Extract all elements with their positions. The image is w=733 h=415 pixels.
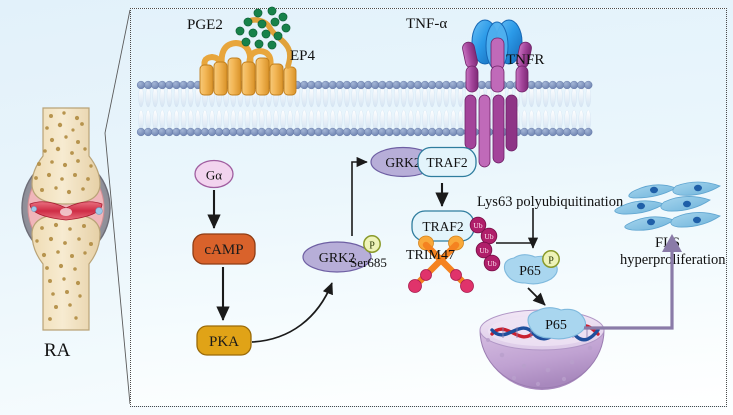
trim47-terminal-knobs xyxy=(408,269,474,293)
upper-bone xyxy=(31,107,101,205)
phospho-circle xyxy=(363,235,381,253)
svg-text:Ub: Ub xyxy=(479,246,488,255)
g-alpha-ellipse xyxy=(194,159,234,189)
tnf-alpha-label: TNF-α xyxy=(406,16,448,32)
grk2-cytosolic-ellipse xyxy=(302,241,372,273)
p65-nuclear-blob xyxy=(527,307,587,340)
output-arrow-head xyxy=(662,234,682,252)
p65-cytosolic-label: P65 xyxy=(519,264,541,279)
tnfr-tm-helix-1 xyxy=(464,94,477,150)
camp-box xyxy=(192,233,256,265)
phospho-marker-p65: P xyxy=(542,250,560,268)
ep4-transmembrane-barrels xyxy=(199,57,297,96)
lipid-head xyxy=(584,127,593,137)
traf2-cytosolic-node: TRAF2 xyxy=(411,210,475,242)
pka-node: PKA xyxy=(196,325,252,356)
callout-line-top xyxy=(104,9,131,134)
output-arrow-path xyxy=(584,248,674,330)
camp-node: cAMP xyxy=(192,233,256,265)
immune-cell xyxy=(31,206,37,212)
p65-nuclear-label: P65 xyxy=(545,318,567,333)
tnfr-receptor-complex xyxy=(462,19,532,93)
fls-cells xyxy=(614,181,721,231)
ubiquitin-unit-labels: Ub Ub Ub Ub xyxy=(473,221,496,268)
callout-line-bottom xyxy=(104,132,131,405)
trabecular-speckles xyxy=(34,111,93,321)
pge2-dot-group xyxy=(235,6,291,50)
lys63-annotation: Lys63 polyubiquitination xyxy=(477,194,624,210)
p65-nuclear-node: P65 xyxy=(527,307,587,340)
immune-cell xyxy=(95,207,103,215)
tnfr-tm-helix-4 xyxy=(505,94,518,152)
joint-space xyxy=(60,208,72,216)
svg-text:Ub: Ub xyxy=(473,221,482,230)
tnfr-label: TNFR xyxy=(506,52,545,68)
arrow-grk2-to-membrane-complex xyxy=(351,156,368,236)
pka-label: PKA xyxy=(209,334,239,350)
ep4-receptor-complex xyxy=(199,17,297,96)
output-arrow-to-fls xyxy=(584,234,682,330)
phospho-circle xyxy=(542,250,560,268)
trim47-label: TRIM47 xyxy=(406,248,455,263)
tnfr-intracellular-domains xyxy=(464,94,518,168)
trim47-complex xyxy=(408,235,474,293)
ubiquitin-units xyxy=(469,216,501,272)
ep4-label: EP4 xyxy=(290,48,316,64)
pge2-label: PGE2 xyxy=(187,17,223,33)
phospho-letter: P xyxy=(369,241,375,252)
grk2-cytosolic-label: GRK2 xyxy=(319,251,356,266)
tnfr-tm-helix-3 xyxy=(492,94,505,164)
arrow-p65-to-nucleus xyxy=(527,287,546,306)
traf2-cytosolic-label: TRAF2 xyxy=(422,219,463,234)
grk2-traf2-membrane-complex: GRK2 TRAF2 xyxy=(370,146,477,178)
lipid-head xyxy=(584,80,593,90)
arrow-pka-to-grk2 xyxy=(251,282,333,343)
ra-joint-illustration xyxy=(21,107,111,331)
phospho-letter: P xyxy=(548,256,554,267)
svg-text:Ub: Ub xyxy=(487,259,496,268)
g-alpha-label: Gα xyxy=(206,168,222,183)
grk2-cytosolic-node: GRK2 xyxy=(302,241,372,273)
pka-box xyxy=(196,325,252,356)
tnfr-tm-helix-2 xyxy=(478,94,491,168)
ra-label: RA xyxy=(44,340,71,361)
tnfr-subunits xyxy=(462,37,532,93)
ep4-n-terminal-tail xyxy=(245,17,293,69)
grk2-membrane-label: GRK2 xyxy=(385,155,420,170)
pge2-ligand-dots xyxy=(235,6,291,50)
ubiquitin-chain: Ub Ub Ub Ub xyxy=(469,216,501,272)
camp-label: cAMP xyxy=(204,242,243,258)
callout-connector-lines xyxy=(104,9,131,405)
traf2-membrane-box xyxy=(417,146,477,178)
traf2-membrane-label: TRAF2 xyxy=(426,155,467,170)
phospho-marker-ser685: P xyxy=(363,235,381,253)
g-alpha-subunit: Gα xyxy=(194,159,234,189)
ser685-label: Ser685 xyxy=(350,255,387,270)
nuclear-pores xyxy=(485,337,593,387)
svg-text:Ub: Ub xyxy=(484,232,493,241)
fls-cell-cluster xyxy=(614,181,721,231)
arrow-ubiquitin-to-p65-elbow xyxy=(496,242,534,247)
